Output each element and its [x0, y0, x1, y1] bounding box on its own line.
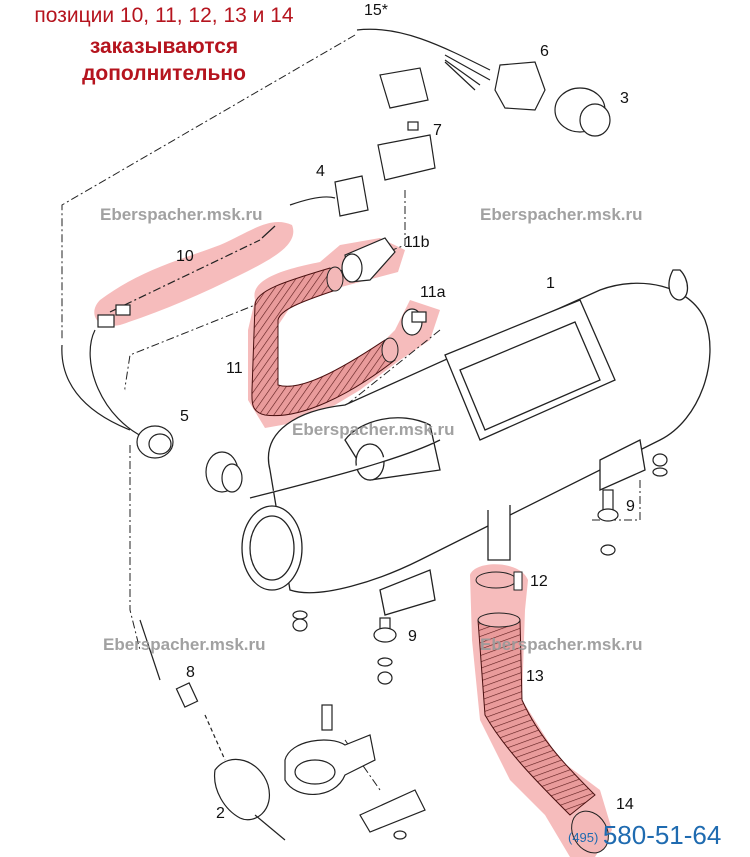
clamp-11a-drawing: [401, 308, 427, 336]
part-label-9-lower: 9: [408, 628, 417, 645]
phone-area-code: (495): [568, 830, 599, 845]
top-components-drawing: [289, 28, 611, 217]
part-label-4: 4: [316, 163, 325, 180]
watermark: Eberspacher.msk.ru: [480, 635, 643, 654]
part-label-14: 14: [616, 796, 634, 813]
mounting-hardware-drawing: [292, 453, 668, 685]
fuel-components-drawing: [139, 619, 286, 841]
connector-5-drawing: [61, 314, 243, 493]
part-label-10: 10: [176, 248, 194, 265]
order-note-line-1: позиции 10, 11, 12, 13 и 14: [34, 4, 294, 27]
part-label-6: 6: [540, 43, 549, 60]
part-label-3: 3: [620, 90, 629, 107]
part-label-13: 13: [526, 668, 544, 685]
part-label-7: 7: [433, 122, 442, 139]
phone-number: (495) 580-51-64: [568, 820, 721, 851]
phone-digits: 580-51-64: [602, 820, 722, 850]
part-label-11b: 11b: [404, 234, 430, 251]
watermark: Eberspacher.msk.ru: [292, 420, 455, 439]
pump-clamp-drawing: [284, 704, 426, 840]
part-label-5: 5: [180, 408, 189, 425]
cable-10-drawing: [109, 225, 276, 316]
order-note-line-3: дополнительно: [82, 62, 246, 85]
hose-13-drawing: [475, 571, 609, 854]
watermark: Eberspacher.msk.ru: [480, 205, 643, 224]
watermark: Eberspacher.msk.ru: [100, 205, 263, 224]
part-label-11: 11: [226, 360, 243, 377]
heater-body-drawing: [241, 269, 711, 616]
part-label-11a: 11a: [420, 284, 446, 301]
watermark: Eberspacher.msk.ru: [103, 635, 266, 654]
part-label-9: 9: [626, 498, 635, 515]
part-label-2: 2: [216, 805, 225, 822]
part-label-12: 12: [530, 573, 548, 590]
part-label-15: 15*: [364, 2, 389, 19]
part-label-8: 8: [186, 664, 195, 681]
part-label-1: 1: [546, 275, 555, 292]
order-note-line-2: заказываются: [89, 35, 239, 58]
nozzle-11b-drawing: [341, 237, 396, 283]
hose-11-drawing: [251, 266, 399, 417]
